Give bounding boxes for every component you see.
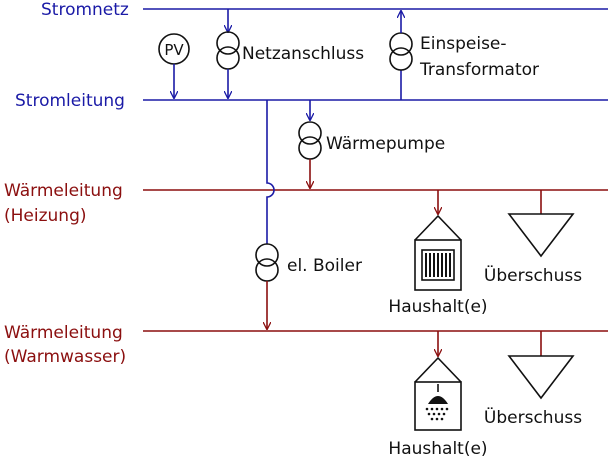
ueberschuss-heizung: Überschuss xyxy=(484,190,582,286)
house-radiator-icon xyxy=(414,214,462,291)
haushalt-warmwasser: Haushalt(e) xyxy=(388,331,488,459)
haushalt-heizung: Haushalt(e) xyxy=(388,190,488,317)
house-shower-icon xyxy=(414,356,462,431)
pv-source: PV xyxy=(158,33,190,98)
ueberschuss-label-bottom: Überschuss xyxy=(484,406,582,428)
label-waermeleitung-heizung: Wärmeleitung xyxy=(4,181,123,201)
label-waermeleitung-warmwasser: Wärmeleitung xyxy=(4,323,123,343)
netzanschluss-transformer: Netzanschluss xyxy=(216,9,364,98)
einspeise-transformator: Einspeise- Transformator xyxy=(389,11,539,100)
ueberschuss-warmwasser: Überschuss xyxy=(484,331,582,428)
label-warmwasser: (Warmwasser) xyxy=(4,347,126,367)
label-heizung: (Heizung) xyxy=(4,206,87,226)
ueberschuss-label-top: Überschuss xyxy=(484,264,582,286)
sink-triangle-icon xyxy=(507,213,575,258)
haushalt-label-top: Haushalt(e) xyxy=(388,297,487,317)
pv-label: PV xyxy=(164,41,184,59)
boiler-label: el. Boiler xyxy=(287,256,362,276)
transformator-label: Transformator xyxy=(419,60,539,80)
boiler-transformer: el. Boiler xyxy=(255,100,362,329)
haushalt-label-bottom: Haushalt(e) xyxy=(388,439,487,459)
netzanschluss-label: Netzanschluss xyxy=(242,44,364,64)
label-stromnetz: Stromnetz xyxy=(41,0,129,20)
sink-triangle-icon xyxy=(507,355,575,400)
einspeise-label: Einspeise- xyxy=(420,34,507,54)
label-stromleitung: Stromleitung xyxy=(15,91,125,111)
waermepumpe-label: Wärmepumpe xyxy=(326,134,445,154)
waermepumpe-transformer: Wärmepumpe xyxy=(298,100,445,188)
